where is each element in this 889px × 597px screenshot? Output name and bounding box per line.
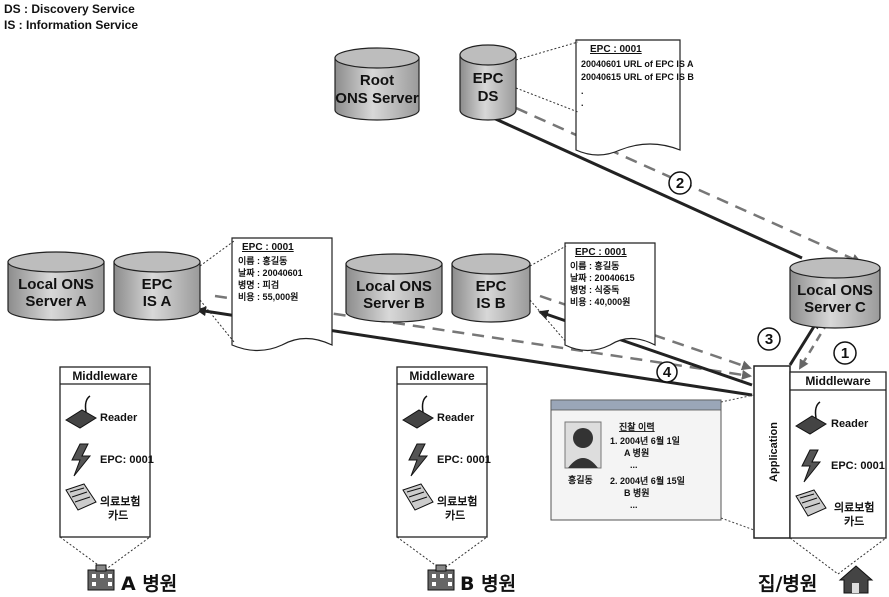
is-b-document: EPC : 0001 이름 : 홍길동 날짜 : 20040615 병명 : 식… [565, 243, 655, 351]
middleware-b-card-2: 카드 [445, 508, 465, 522]
step-4-marker: 4 [657, 362, 677, 382]
middleware-b: Middleware Reader EPC: 0001 의료보험 카드 [397, 367, 491, 537]
ds-document: EPC : 0001 20040601 URL of EPC IS A 2004… [576, 40, 694, 155]
epc-is-a-server: EPC IS A [114, 252, 200, 320]
epc-is-a-label-1: EPC [142, 276, 173, 293]
middleware-c-card-2: 카드 [844, 514, 864, 528]
ds-doc-line-1: 20040601 URL of EPC IS A [581, 59, 694, 69]
middleware-c-card-1: 의료보험 [834, 500, 874, 514]
middleware-c-reader: Reader [831, 418, 869, 430]
epc-is-a-label-2: IS A [143, 293, 172, 310]
history-entry-5: B 병원 [624, 487, 650, 498]
is-b-doc-line-1: 이름 : 홍길동 [570, 260, 619, 271]
application-label: Application [768, 422, 780, 482]
history-entry-4: 2. 2004년 6월 15일 [610, 475, 685, 486]
site-cones [60, 537, 886, 574]
root-ons-server: Root ONS Server [335, 48, 419, 120]
site-b-label: B 병원 [460, 573, 516, 595]
is-a-doc-title: EPC : 0001 [242, 242, 294, 253]
is-b-doc-line-4: 비용 : 40,000원 [570, 296, 630, 307]
local-ons-b-label-2: Server B [363, 295, 425, 312]
middleware-c-title: Middleware [805, 374, 871, 388]
step-1-label: 1 [841, 345, 849, 362]
epc-is-b-server: EPC IS B [452, 254, 530, 322]
epc-ds-label-2: DS [478, 88, 499, 105]
middleware-c-epc: EPC: 0001 [831, 460, 885, 472]
step-2-marker: 2 [669, 172, 691, 194]
middleware-b-reader: Reader [437, 412, 475, 424]
patient-photo [565, 422, 601, 468]
middleware-c: Middleware Reader EPC: 0001 의료보험 카드 [790, 372, 886, 538]
epc-ds-label-1: EPC [473, 70, 504, 87]
history-entry-2: A 병원 [624, 447, 649, 458]
site-c-label: 집/병원 [758, 573, 817, 595]
middleware-a-epc: EPC: 0001 [100, 454, 154, 466]
history-entry-1: 1. 2004년 6월 1일 [610, 435, 680, 446]
hospital-icon [428, 565, 454, 590]
home-icon [840, 566, 872, 593]
history-entry-3: ... [630, 460, 638, 470]
site-a-label: A 병원 [121, 573, 177, 595]
middleware-a-card-1: 의료보험 [100, 494, 140, 508]
middleware-a: Middleware Reader EPC: 0001 의료보험 카드 [60, 367, 154, 537]
is-a-document: EPC : 0001 이름 : 홍길동 날짜 : 20040601 병명 : 피… [232, 238, 332, 351]
ds-doc-line-3: . [581, 86, 584, 96]
is-b-doc-title: EPC : 0001 [575, 247, 627, 258]
is-b-doc-line-3: 병명 : 식중독 [570, 284, 619, 295]
middleware-b-epc: EPC: 0001 [437, 454, 491, 466]
middleware-a-title: Middleware [72, 369, 138, 383]
is-a-doc-line-3: 병명 : 피검 [238, 279, 279, 290]
local-ons-c-label-2: Server C [804, 299, 866, 316]
is-a-doc-line-2: 날짜 : 20040601 [238, 267, 303, 278]
hospital-icon [88, 565, 114, 590]
local-ons-server-b: Local ONS Server B [346, 254, 442, 322]
step-4-label: 4 [663, 364, 672, 381]
middleware-a-card-2: 카드 [108, 508, 128, 522]
ds-doc-title: EPC : 0001 [590, 44, 642, 55]
local-ons-a-label-2: Server A [25, 293, 86, 310]
local-ons-c-label-1: Local ONS [797, 282, 873, 299]
history-entry-6: ... [630, 500, 638, 510]
ds-doc-line-2: 20040615 URL of EPC IS B [581, 72, 694, 82]
is-a-doc-line-1: 이름 : 홍길동 [238, 255, 287, 266]
middleware-b-title: Middleware [409, 369, 475, 383]
step-2-label: 2 [676, 175, 684, 192]
epc-is-b-label-1: EPC [476, 278, 507, 295]
application-box: Application [754, 366, 790, 538]
local-ons-server-c: Local ONS Server C [790, 258, 880, 328]
root-ons-label-2: ONS Server [335, 90, 419, 107]
history-title: 진찰 이력 [619, 421, 655, 432]
ds-doc-line-4: . [581, 98, 584, 108]
is-b-doc-line-2: 날짜 : 20040615 [570, 272, 635, 283]
local-ons-b-label-1: Local ONS [356, 278, 432, 295]
root-ons-label-1: Root [360, 72, 394, 89]
local-ons-a-label-1: Local ONS [18, 276, 94, 293]
epc-is-b-label-2: IS B [476, 295, 505, 312]
step-3-label: 3 [765, 331, 773, 348]
is-a-doc-line-4: 비용 : 55,000원 [238, 291, 298, 302]
epc-ds-server: EPC DS [460, 45, 516, 120]
middleware-b-card-1: 의료보험 [437, 494, 477, 508]
middleware-a-reader: Reader [100, 412, 138, 424]
patient-name: 홍길동 [568, 474, 593, 485]
step-1-marker: 1 [834, 342, 856, 364]
history-window: 홍길동 진찰 이력 1. 2004년 6월 1일 A 병원 ... 2. 200… [551, 395, 754, 530]
step-3-marker: 3 [758, 328, 780, 350]
local-ons-server-a: Local ONS Server A [8, 252, 104, 320]
